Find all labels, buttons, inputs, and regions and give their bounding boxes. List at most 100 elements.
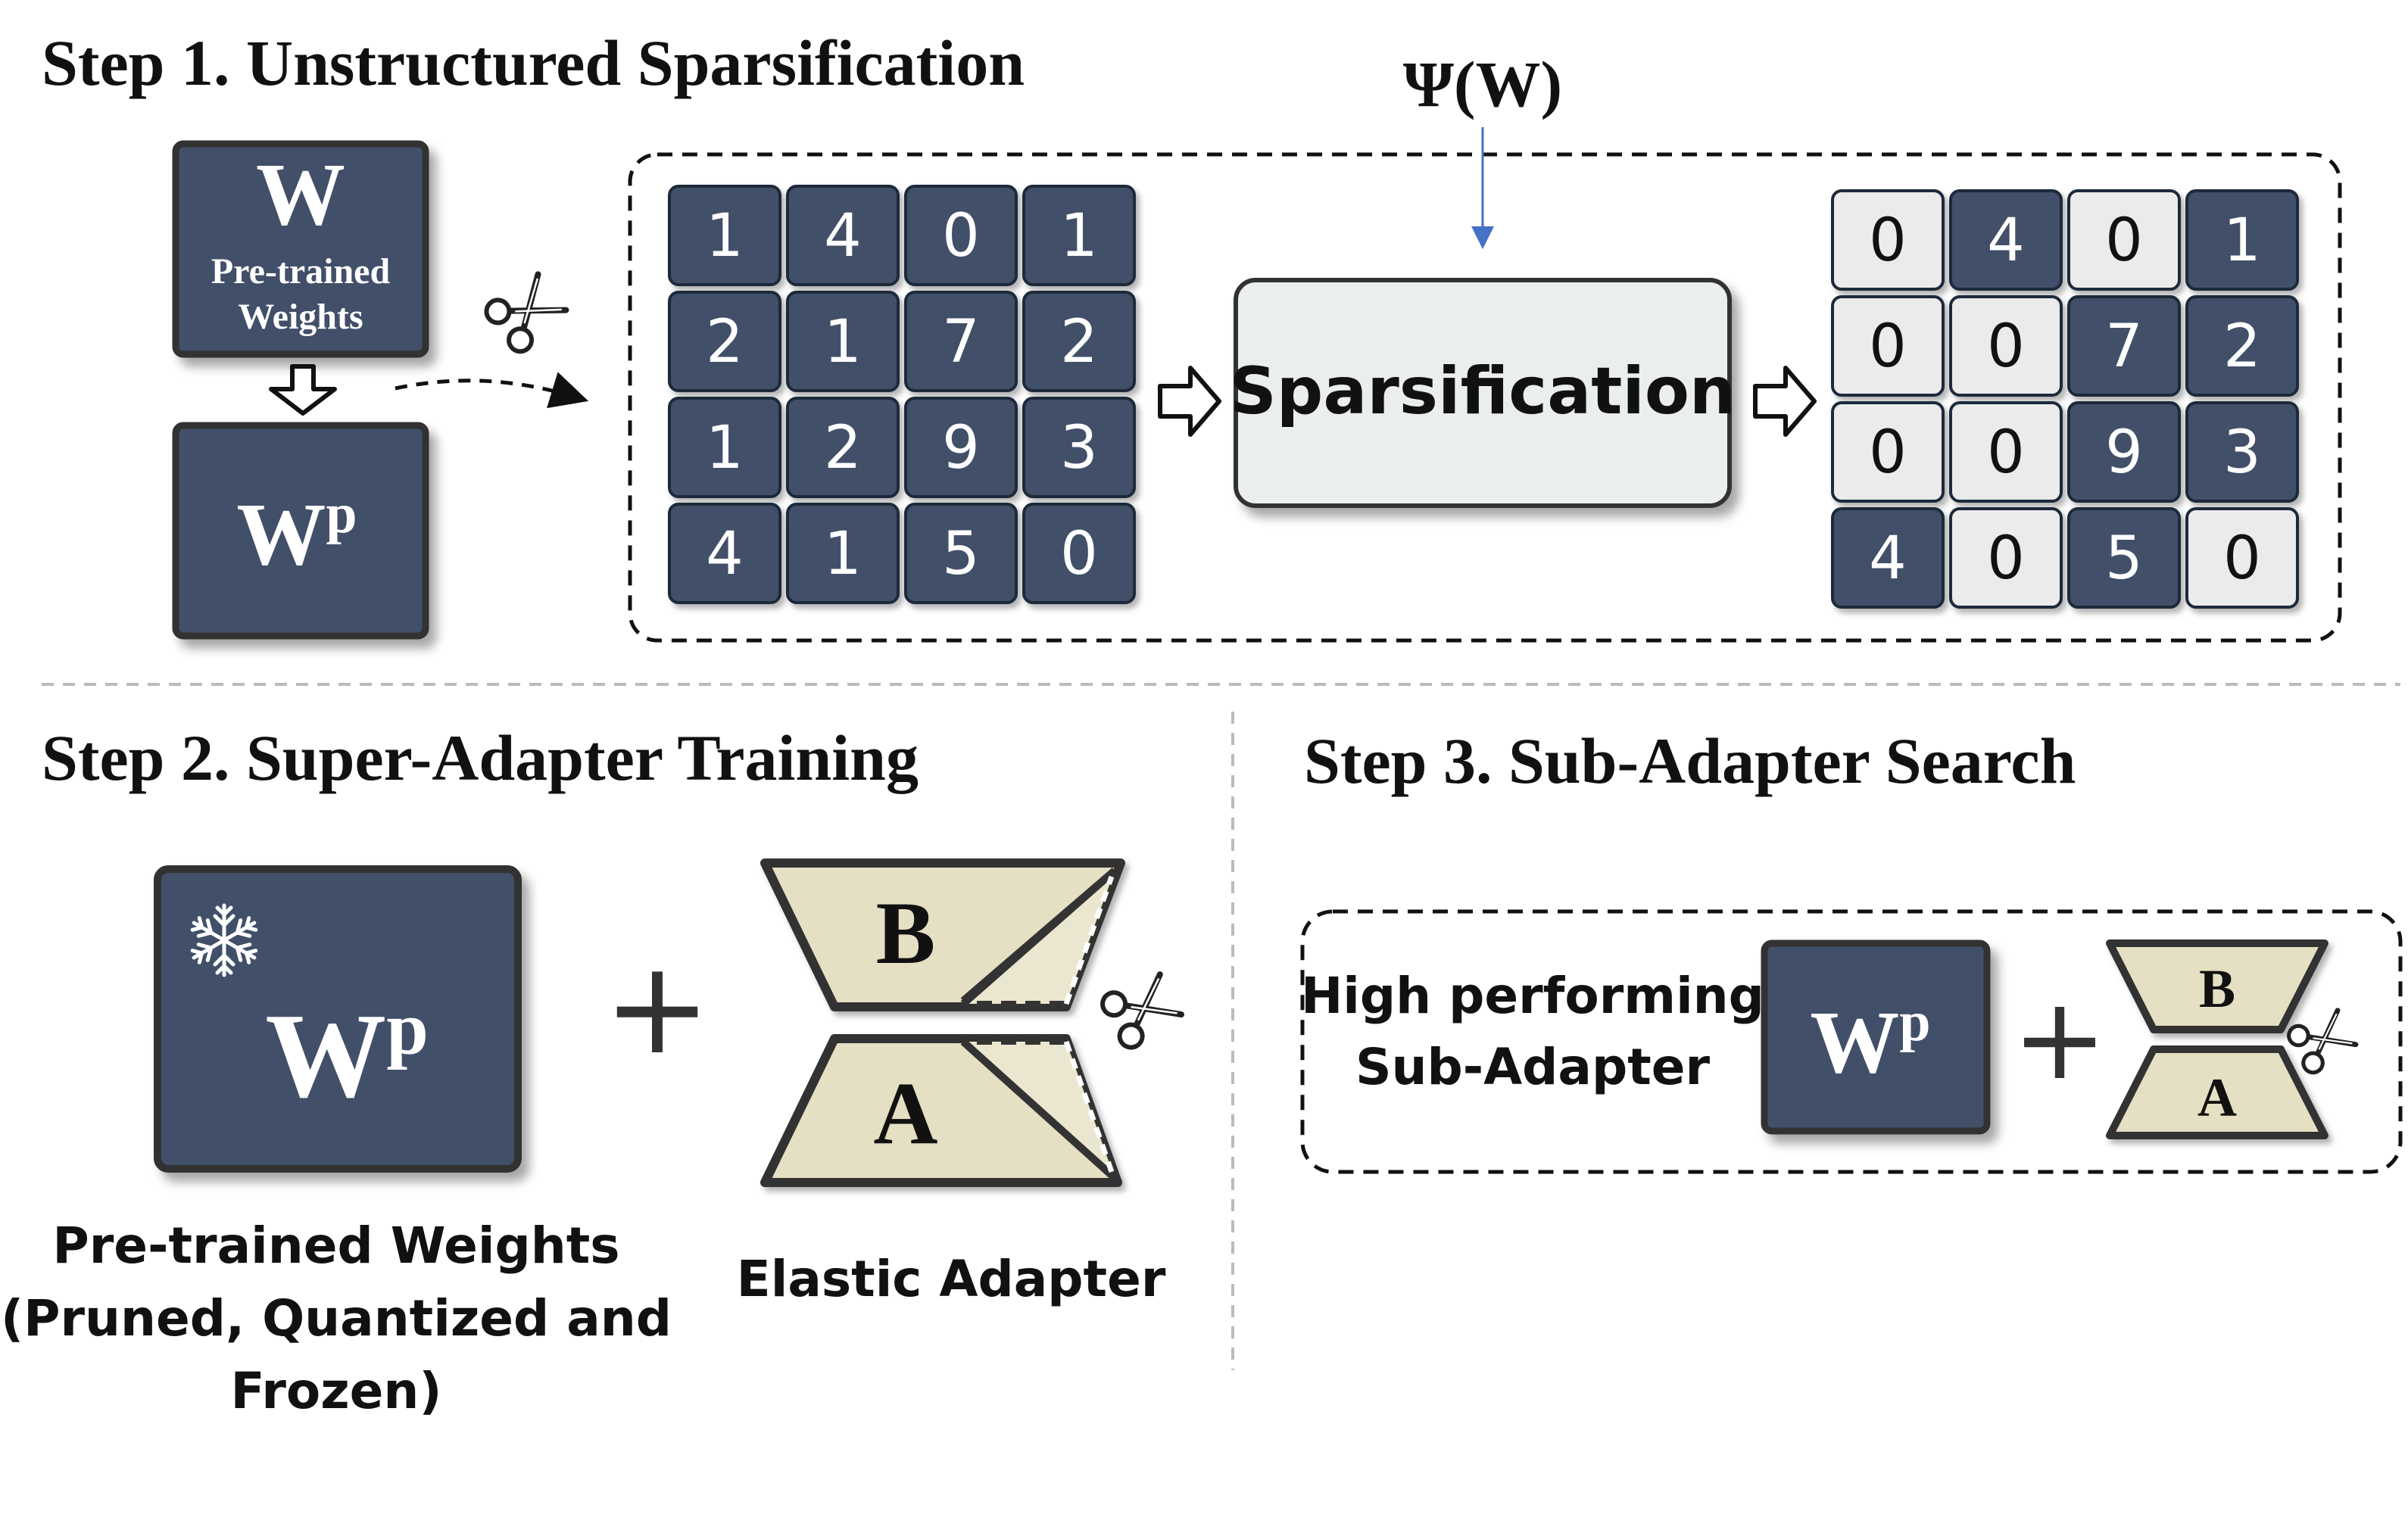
output-matrix-cell-value: 0 [2105, 207, 2143, 275]
input-matrix-cell: 9 [904, 397, 1018, 498]
sub-adapter-label-line2: Sub-Adapter [1355, 1038, 1711, 1096]
step3-title: Step 3. Sub-Adapter Search [1304, 724, 2076, 797]
input-matrix-cell-value: 1 [706, 202, 744, 270]
output-matrix-cell-value: 0 [1987, 419, 2025, 487]
input-matrix-cell-value: 4 [706, 520, 744, 588]
output-matrix-cell-value: 4 [1987, 207, 2025, 275]
input-matrix-cell: 3 [1022, 397, 1136, 498]
input-matrix-cell-value: 0 [1060, 520, 1098, 588]
input-matrix-cell-value: 1 [824, 520, 862, 588]
wp-sup: p [326, 483, 357, 545]
input-matrix-cell: 1 [786, 503, 900, 604]
w-sublabel-line2: Weights [238, 297, 363, 337]
input-matrix-cell: 1 [668, 185, 781, 286]
sub-adapter-weights-box: Wp [1761, 939, 1991, 1135]
plus-sign: + [604, 933, 711, 1083]
input-matrix-cell-value: 3 [1060, 414, 1098, 482]
sub-adapter-region [1300, 909, 2403, 1174]
output-matrix-cell: 0 [1949, 507, 2063, 609]
output-matrix-cell-value: 0 [1987, 313, 2025, 381]
scissors-icon [1099, 968, 1184, 1052]
input-matrix-cell-value: 2 [1060, 308, 1098, 376]
input-matrix-cell: 0 [904, 185, 1018, 286]
wp-label: W [265, 988, 386, 1123]
caption-weights-line3: Frozen) [230, 1362, 441, 1420]
adapter-a-label: A [873, 1064, 937, 1163]
input-matrix-cell-value: 4 [824, 202, 862, 270]
frozen-weights-box: Wp [154, 865, 522, 1173]
output-matrix-cell: 0 [1831, 295, 1945, 397]
sparsification-label: Sparsification [1230, 354, 1736, 429]
scissors-icon [2285, 1005, 2358, 1076]
input-matrix-cell: 1 [668, 397, 781, 498]
sub-adapter-a-label: A [2197, 1067, 2237, 1128]
adapter-b-label: B [876, 883, 936, 983]
output-matrix-cell: 0 [1831, 189, 1945, 291]
output-matrix-cell: 0 [1949, 401, 2063, 503]
snowflake-icon [189, 903, 259, 975]
output-matrix-cell-value: 0 [1869, 313, 1907, 381]
input-matrix-cell-value: 1 [1060, 202, 1098, 270]
output-matrix-cell-value: 5 [2105, 525, 2143, 593]
input-matrix-cell: 1 [786, 291, 900, 392]
output-matrix-cell-value: 4 [1869, 525, 1907, 593]
output-matrix-cell: 5 [2067, 507, 2181, 609]
input-matrix-cell-value: 9 [942, 414, 980, 482]
output-matrix-cell-value: 3 [2223, 419, 2261, 487]
output-matrix-cell: 9 [2067, 401, 2181, 503]
svg-text:Wp: Wp [265, 986, 429, 1123]
w-sublabel-line1: Pre-trained [211, 251, 391, 291]
pretrained-weights-box: W Pre-trained Weights [172, 140, 429, 358]
caption-adapter: Elastic Adapter [737, 1250, 1166, 1308]
output-matrix-cell: 4 [1949, 189, 2063, 291]
scissors-icon [482, 269, 570, 356]
step2-title: Step 2. Super-Adapter Training [42, 721, 919, 794]
output-matrix-cell: 4 [1831, 507, 1945, 609]
input-matrix-cell-value: 2 [706, 308, 744, 376]
w-label: W [256, 145, 345, 244]
output-matrix-cell-value: 0 [1869, 419, 1907, 487]
sub-adapter-label-line1: High performing [1301, 967, 1764, 1025]
output-matrix-cell-value: 1 [2223, 207, 2261, 275]
input-matrix-cell: 1 [1022, 185, 1136, 286]
input-matrix-cell: 2 [668, 291, 781, 392]
output-matrix-cell-value: 0 [2223, 525, 2261, 593]
wp-sup: p [1899, 991, 1930, 1053]
wp-sup: p [386, 986, 429, 1070]
sparsification-box: Sparsification [1230, 278, 1736, 508]
output-matrix-cell: 0 [2185, 507, 2299, 609]
down-arrow-icon [269, 364, 337, 416]
input-matrix-cell: 7 [904, 291, 1018, 392]
input-matrix-cell: 2 [786, 397, 900, 498]
caption-weights-line1: Pre-trained Weights [52, 1217, 619, 1275]
caption-weights-line2: (Pruned, Quantized and [1, 1289, 672, 1348]
input-matrix-cell-value: 2 [824, 414, 862, 482]
sparsification-region [628, 152, 2342, 643]
sub-adapter-b-label: B [2199, 958, 2235, 1019]
sub-adapter: B A [2106, 939, 2328, 1139]
wp-label: W [236, 485, 326, 584]
output-matrix-cell-value: 9 [2105, 419, 2143, 487]
output-matrix-cell: 0 [2067, 189, 2181, 291]
wp-label: W [1810, 992, 1899, 1092]
step1-title: Step 1. Unstructured Sparsification [42, 26, 1025, 99]
input-matrix-cell-value: 1 [824, 308, 862, 376]
input-matrix-cell-value: 5 [942, 520, 980, 588]
input-matrix-cell-value: 1 [706, 414, 744, 482]
pruned-weights-box: Wp [172, 422, 429, 640]
input-matrix-cell: 0 [1022, 503, 1136, 604]
output-matrix-cell: 3 [2185, 401, 2299, 503]
input-matrix-cell: 4 [786, 185, 900, 286]
psi-label: Ψ(W) [1403, 48, 1562, 120]
svg-text:Wp: Wp [1810, 991, 1930, 1092]
output-matrix-cell: 0 [1831, 401, 1945, 503]
elastic-adapter: B A [760, 858, 1125, 1187]
output-matrix-cell-value: 7 [2105, 313, 2143, 381]
output-matrix-cell: 7 [2067, 295, 2181, 397]
svg-text:Wp: Wp [236, 483, 357, 584]
input-matrix-cell-value: 0 [942, 202, 980, 270]
input-matrix-cell: 2 [1022, 291, 1136, 392]
